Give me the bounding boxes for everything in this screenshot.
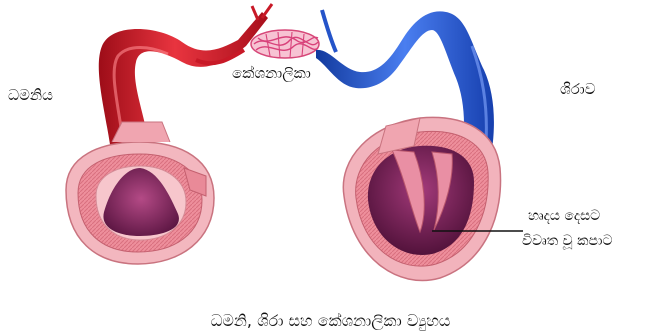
artery-cross-section <box>66 122 214 264</box>
capillary-network <box>251 30 319 58</box>
valve-label-line1: හෘදය දෙසට <box>528 209 600 223</box>
vein-label: ශිරාව <box>560 82 596 97</box>
vein-cross-section <box>343 117 500 280</box>
diagram-caption: ධමනි, ශිරා සහ කේශනාලිකා ව්‍යුහය <box>0 313 661 329</box>
capillaries-label: කේශනාලිකා <box>232 66 311 81</box>
artery-label: ධමනිය <box>8 88 53 103</box>
valve-label-line2: විවෘත වූ කපාට <box>522 234 613 248</box>
